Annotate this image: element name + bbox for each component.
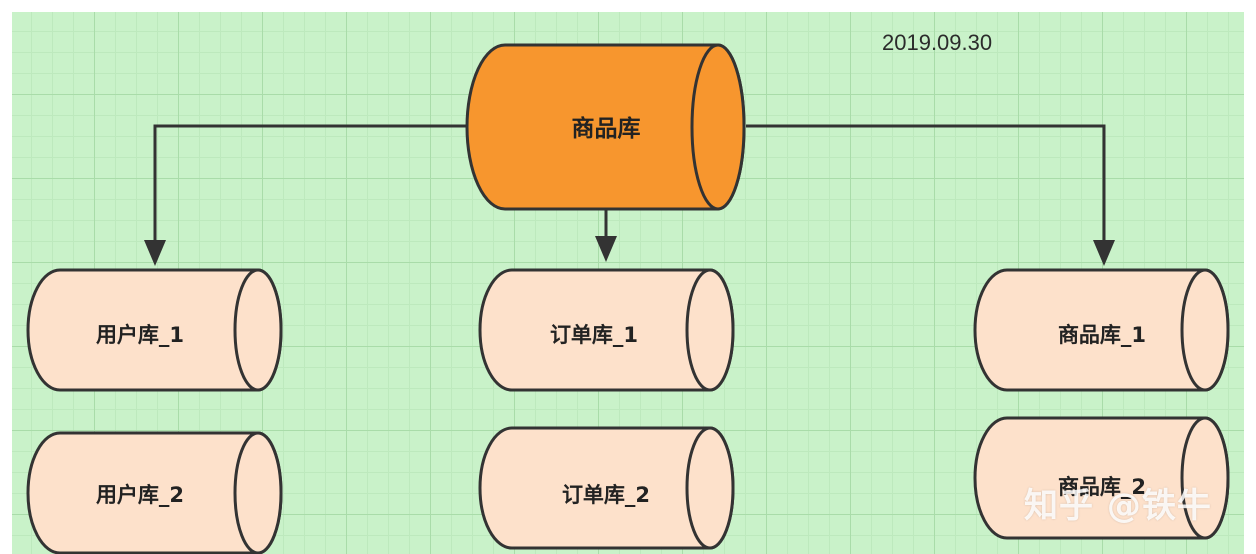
arrowhead-order-db [595,236,617,262]
product-db-2-cylinder[interactable]: 商品库_2 [973,416,1230,540]
user-db-1-cylinder[interactable]: 用户库_1 [26,268,283,392]
arrowhead-product-db [1093,240,1115,266]
order-db-1-cylinder[interactable]: 订单库_1 [478,268,735,392]
master-db-label: 商品库 [572,115,641,142]
arrow-to-product-db [746,124,1106,250]
master-db-cap [690,43,746,211]
order-db-2-label: 订单库_2 [562,483,650,507]
user-db-1-label: 用户库_1 [96,323,184,347]
product-db-1-cylinder[interactable]: 商品库_1 [973,268,1230,392]
product-db-2-label: 商品库_2 [1058,475,1146,499]
order-db-1-label: 订单库_1 [550,323,638,347]
user-db-2-label: 用户库_2 [96,483,184,507]
arrow-to-user-db [153,124,468,258]
watermark: 知乎 @铁牛 [1024,486,1212,526]
order-db-2-cylinder[interactable]: 订单库_2 [478,426,735,550]
master-db-cylinder[interactable]: 商品库 [465,43,746,211]
connectors [144,124,1115,266]
product-db-1-label: 商品库_1 [1058,323,1146,347]
arrowhead-user-db [144,240,166,266]
date-label: 2019.09.30 [882,30,993,55]
user-db-2-cylinder[interactable]: 用户库_2 [26,431,283,554]
